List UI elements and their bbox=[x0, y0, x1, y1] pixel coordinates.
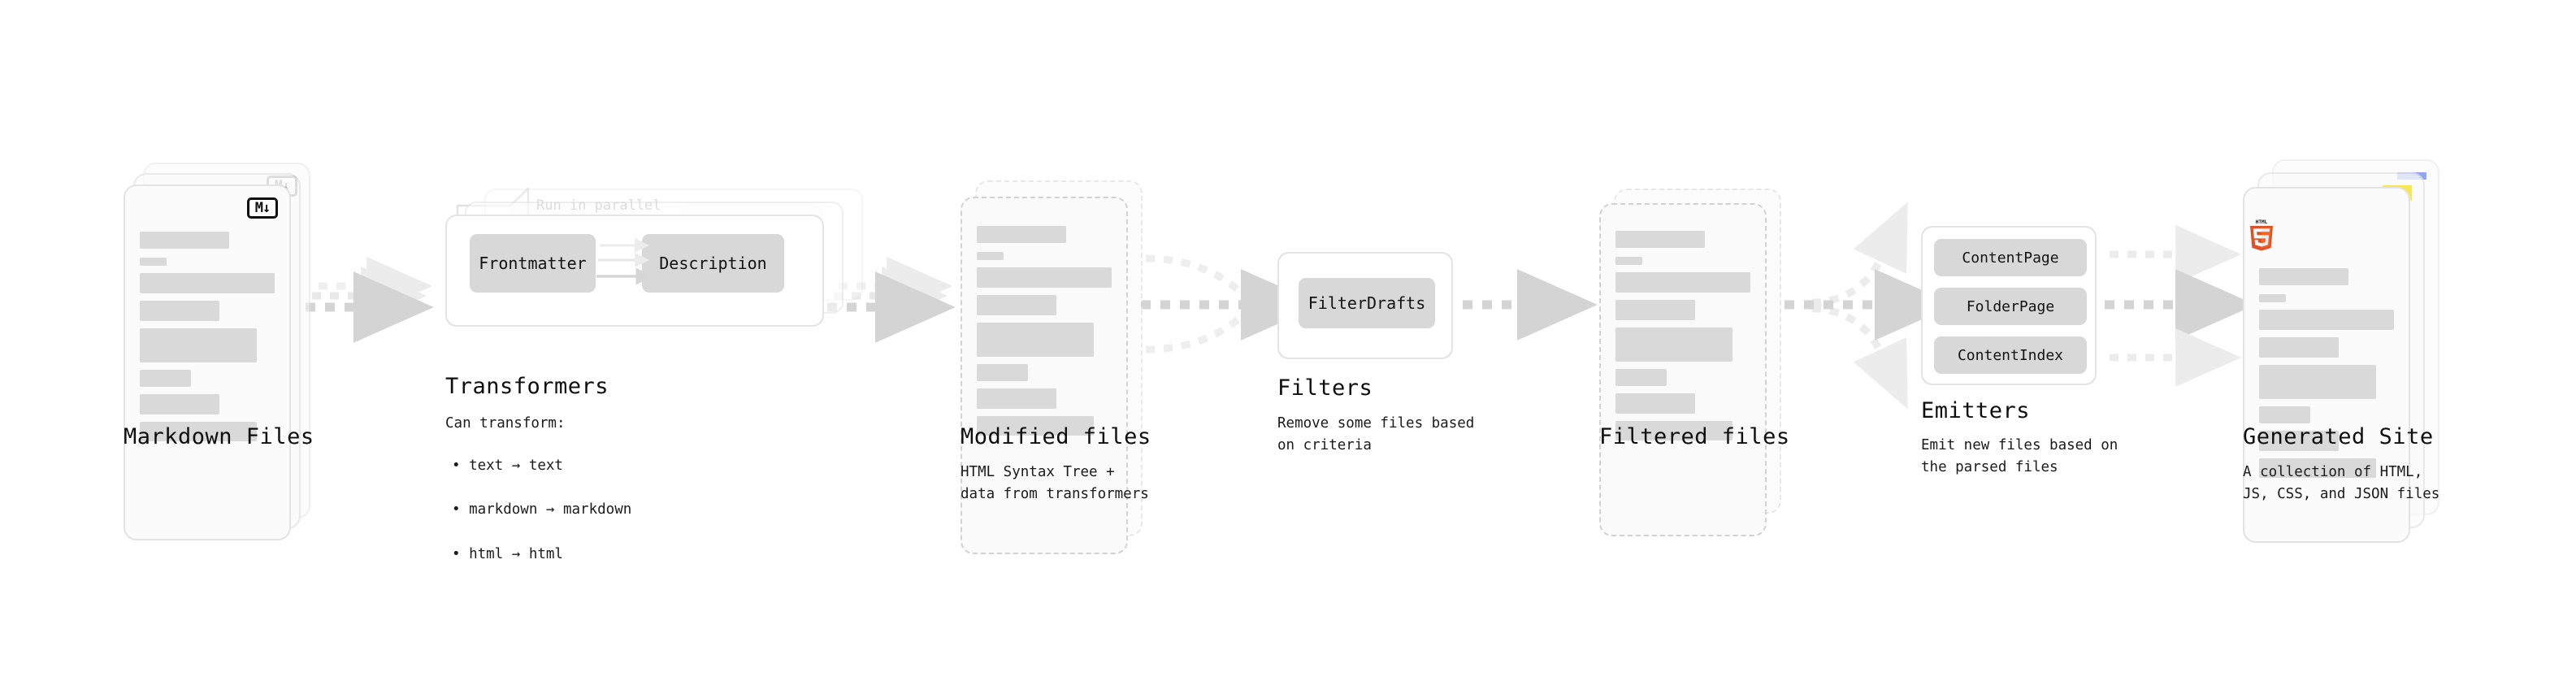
stage-desc-generated-site: A collection of HTML, JS, CSS, and JSON … bbox=[2243, 464, 2440, 503]
markdown-icon: M↓ bbox=[247, 197, 278, 219]
file-card-filtered[interactable] bbox=[1599, 203, 1767, 536]
file-card-markdown[interactable]: M↓ bbox=[124, 184, 291, 540]
stage-desc-transformers: Can transform: bbox=[445, 415, 566, 432]
file-card-generated-site[interactable]: HTML bbox=[2243, 187, 2410, 543]
skeleton-lines bbox=[140, 232, 275, 441]
stage-title-markdown-files: Markdown Files bbox=[124, 424, 314, 449]
transformer-inner-arrows bbox=[596, 238, 648, 285]
svg-text:HTML: HTML bbox=[2256, 219, 2268, 225]
chip-contentpage[interactable]: ContentPage bbox=[1934, 239, 2087, 276]
stage-desc-emitters: Emit new files based on the parsed files bbox=[1921, 437, 2118, 476]
skeleton-lines bbox=[2259, 268, 2394, 478]
bullet-markdown-to-markdown: • markdown → markdown bbox=[452, 501, 632, 518]
bullet-html-to-html: • html → html bbox=[452, 545, 563, 562]
run-in-parallel-note: Run in parallel bbox=[536, 197, 661, 214]
skeleton-lines bbox=[1615, 231, 1750, 440]
arrow-filtered-to-emitters bbox=[1785, 202, 1955, 410]
stage-title-filtered-files: Filtered files bbox=[1599, 424, 1790, 449]
chip-contentindex[interactable]: ContentIndex bbox=[1934, 336, 2087, 374]
chip-folderpage[interactable]: FolderPage bbox=[1934, 288, 2087, 325]
emitters-card[interactable]: ContentPage FolderPage ContentIndex bbox=[1921, 226, 2097, 385]
arrow-modified-to-filters bbox=[1141, 254, 1321, 354]
stage-title-filters: Filters bbox=[1277, 375, 1373, 401]
stage-title-transformers: Transformers bbox=[445, 374, 609, 399]
stage-desc-filters: Remove some files based on criteria bbox=[1277, 415, 1475, 454]
bullet-text-to-text: • text → text bbox=[452, 458, 563, 475]
chip-frontmatter[interactable]: Frontmatter bbox=[470, 234, 596, 293]
stage-title-modified-files: Modified files bbox=[961, 424, 1151, 449]
stage-title-generated-site: Generated Site bbox=[2243, 424, 2434, 449]
transform-bullets: • text → text • markdown → markdown • ht… bbox=[452, 433, 631, 588]
arrow-markdown-to-transformers bbox=[306, 257, 434, 343]
chip-filterdrafts[interactable]: FilterDrafts bbox=[1299, 278, 1435, 328]
filters-card[interactable]: FilterDrafts bbox=[1277, 252, 1453, 359]
chip-description[interactable]: Description bbox=[642, 234, 784, 293]
arrow-emitters-to-site bbox=[2105, 225, 2256, 387]
stage-title-emitters: Emitters bbox=[1921, 398, 2031, 423]
skeleton-lines bbox=[977, 226, 1112, 436]
file-card-modified[interactable] bbox=[961, 197, 1128, 554]
stage-desc-modified-files: HTML Syntax Tree + data from transformer… bbox=[961, 464, 1149, 503]
html5-icon: HTML bbox=[2248, 218, 2275, 252]
transformer-card[interactable]: Frontmatter Description bbox=[445, 215, 824, 327]
